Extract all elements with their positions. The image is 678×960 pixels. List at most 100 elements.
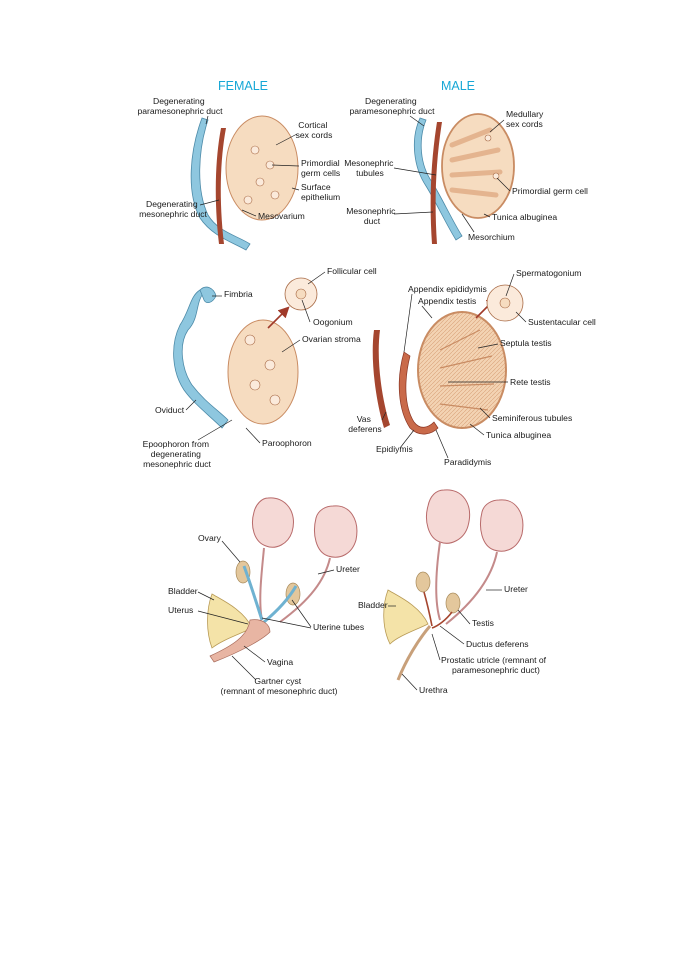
label-mesovarium: Mesovarium (258, 211, 305, 221)
label-appendix-testis: Appendix testis (418, 296, 476, 306)
oogonium-cell (295, 288, 307, 300)
label-sustentacular-cell: Sustentacular cell (528, 317, 596, 327)
label-urethra: Urethra (419, 685, 448, 695)
label-degenerating-paramesonephric-duct-male: Degenerating paramesonephric duct (349, 96, 435, 116)
ovary-shape (285, 582, 301, 606)
follicle (244, 334, 256, 346)
label-testis: Testis (472, 618, 494, 628)
label-ovarian-stroma: Ovarian stroma (302, 334, 361, 344)
label-vas-deferens: Vas deferens (348, 414, 381, 434)
bladder-shape (207, 593, 253, 649)
ovary-shape (227, 319, 299, 425)
label-prostatic-utricle: Prostatic utricle (remnant of paramesone… (441, 655, 548, 675)
label-paradidymis: Paradidymis (444, 457, 491, 467)
testis-shape (417, 311, 507, 429)
germ-cell (243, 195, 253, 205)
ductus-deferens-shape (423, 591, 453, 629)
germ-cell (250, 145, 260, 155)
panel1-male-labels: Degenerating paramesonephric duct Medull… (344, 96, 588, 242)
vas-deferens-shape (372, 330, 390, 428)
label-septula-testis: Septula testis (500, 338, 552, 348)
label-rete-testis: Rete testis (510, 377, 551, 387)
label-tunica-albuginea-1: Tunica albuginea (492, 212, 557, 222)
label-tunica-albuginea-2: Tunica albuginea (486, 430, 551, 440)
panel2-female-labels: Fimbria Follicular cell Oogonium Ovarian… (143, 266, 377, 469)
panel2-female-illustration (173, 277, 318, 429)
label-mesorchium: Mesorchium (468, 232, 515, 242)
label-appendix-epididymis: Appendix epididymis (408, 284, 487, 294)
degenerating-paramesonephric-duct-shape (414, 117, 463, 241)
follicle (264, 359, 276, 371)
testis-shape (415, 571, 431, 593)
heading-female: FEMALE (218, 79, 268, 93)
degenerating-paramesonephric-duct-shape (190, 117, 251, 251)
label-primordial-germ-cells: Primordial germ cells (301, 158, 342, 178)
label-primordial-germ-cell: Primordial germ cell (512, 186, 588, 196)
epididymis-shape (398, 351, 439, 435)
panel3-male-labels: Ureter Bladder Testis Ductus deferens Pr… (358, 584, 548, 695)
label-cortical-sex-cords: Cortical sex cords (296, 120, 333, 140)
oviduct-shape (173, 289, 229, 429)
heading-male: MALE (441, 79, 475, 93)
kidney-shape (480, 499, 524, 552)
uterine-tube-shape (242, 565, 298, 624)
label-epoophoron: Epoophoron from degenerating mesonephric… (143, 439, 212, 469)
label-vagina: Vagina (267, 657, 293, 667)
follicle (269, 394, 281, 406)
label-ovary: Ovary (198, 533, 222, 543)
label-mesonephric-tubules: Mesonephric tubules (344, 158, 396, 178)
follicle (249, 379, 261, 391)
panel3-male-illustration (383, 489, 524, 681)
label-bladder-female: Bladder (168, 586, 198, 596)
testis-shape (445, 592, 461, 614)
kidney-shape (252, 497, 294, 548)
kidney-shape (314, 505, 358, 558)
degenerating-mesonephric-duct-shape (215, 128, 226, 244)
bladder-shape (383, 589, 429, 645)
label-medullary-sex-cords: Medullary sex cords (506, 109, 546, 129)
label-paroophoron: Paroophoron (262, 438, 312, 448)
panel2-male-labels: Appendix epididymis Appendix testis Sper… (348, 268, 596, 467)
germ-cell (492, 172, 500, 180)
urethra-shape (396, 625, 432, 681)
label-degenerating-mesonephric-duct: Degenerating mesonephric duct (139, 199, 207, 219)
panel1-female-illustration (190, 115, 299, 251)
label-seminiferous-tubules: Seminiferous tubules (492, 413, 572, 423)
germ-cell (484, 134, 492, 142)
germ-cell (270, 190, 280, 200)
label-mesonephric-duct: Mesonephric duct (346, 206, 398, 226)
label-ureter-female: Ureter (336, 564, 360, 574)
label-degenerating-paramesonephric-duct-female: Degenerating paramesonephric duct (137, 96, 223, 116)
label-oviduct: Oviduct (155, 405, 185, 415)
uterus-vagina-shape (209, 619, 271, 663)
label-uterine-tubes: Uterine tubes (313, 622, 364, 632)
germ-cell (255, 177, 265, 187)
panel3-female-illustration (207, 497, 358, 663)
label-ductus-deferens: Ductus deferens (466, 639, 529, 649)
septula-testis-shape (439, 329, 495, 411)
label-oogonium: Oogonium (313, 317, 353, 327)
mesonephric-duct-shape (430, 122, 442, 244)
label-follicular-cell: Follicular cell (327, 266, 377, 276)
kidney-shape (426, 489, 470, 544)
panel2-male-illustration (372, 284, 524, 435)
label-epididymis: Epidiymis (376, 444, 413, 454)
ureter-shape (435, 541, 498, 625)
label-gartner-cyst: Gartner cyst (remnant of mesonephric duc… (220, 676, 337, 696)
fimbria-shape (199, 286, 217, 304)
medullary-sex-cords-shape (449, 127, 503, 198)
label-uterus: Uterus (168, 605, 193, 615)
panel3-female-labels: Ovary Ureter Bladder Uterus Uterine tube… (168, 533, 364, 696)
panel1-male-illustration (414, 113, 515, 244)
ovary-gonad-shape (225, 115, 299, 221)
label-fimbria: Fimbria (224, 289, 253, 299)
magnify-arrow (267, 306, 290, 329)
spermatogonium-cell (499, 297, 511, 309)
label-ureter-male: Ureter (504, 584, 528, 594)
label-bladder-male: Bladder (358, 600, 388, 610)
label-surface-epithelium: Surface epithelium (301, 182, 340, 202)
label-spermatogonium: Spermatogonium (516, 268, 581, 278)
testis-gonad-shape (441, 113, 515, 219)
panel1-female-labels: Degenerating paramesonephric duct Cortic… (137, 96, 342, 221)
